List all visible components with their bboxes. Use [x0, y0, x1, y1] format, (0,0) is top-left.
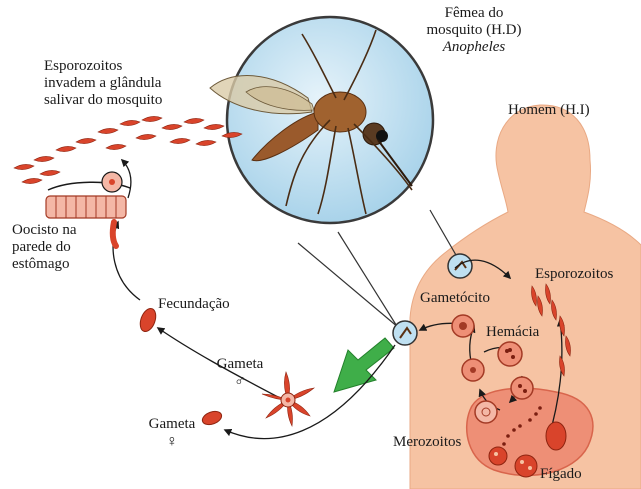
fecundacao-label: Fecundação: [158, 296, 230, 313]
merozoitos-label: Merozoitos: [393, 434, 461, 451]
male-gamete-label: Gameta ♂: [210, 356, 270, 390]
female-symbol: ♀: [142, 433, 202, 450]
mosquito-title: Fêmea do mosquito (H.D) Anopheles: [400, 5, 548, 56]
female-gamete-label: Gameta ♀: [142, 416, 202, 450]
salivary-gland-line2: invadem a glândula: [44, 75, 162, 92]
male-symbol: ♂: [210, 373, 270, 390]
oocisto-line3: estômago: [12, 256, 77, 273]
salivary-gland-line1: Esporozoitos: [44, 58, 162, 75]
bubble-gametocyte-uptake: [393, 321, 417, 345]
salivary-gland-label: Esporozoitos invadem a glândula salivar …: [44, 58, 162, 109]
zygote: [137, 306, 158, 333]
salivary-gland-line3: salivar do mosquito: [44, 92, 162, 109]
male-gamete-word: Gameta: [210, 356, 270, 373]
oocisto-label: Oocisto na parede do estômago: [12, 222, 77, 273]
bubble-arm-bite: [448, 254, 472, 278]
salivary-sporozoites: [14, 116, 242, 183]
female-gamete-word: Gameta: [142, 416, 202, 433]
mosquito-title-line1: Fêmea do: [400, 5, 548, 22]
female-gamete-cell: [201, 409, 224, 427]
arrow-oocisto-to-gland: [122, 160, 131, 198]
arrow-fecundacao-to-oocisto: [113, 222, 140, 300]
mosquito-genus: Anopheles: [400, 39, 548, 56]
gametocito-label: Gametócito: [420, 290, 490, 307]
host-title: Homem (H.I): [508, 102, 590, 119]
hemacia-label: Hemácia: [486, 324, 539, 341]
oocisto-line1: Oocisto na: [12, 222, 77, 239]
human-sporozoites-label: Esporozoitos: [535, 266, 613, 283]
mosquito-title-line2: mosquito (H.D): [400, 22, 548, 39]
oocisto-line2: parede do: [12, 239, 77, 256]
figado-label: Fígado: [540, 466, 582, 483]
